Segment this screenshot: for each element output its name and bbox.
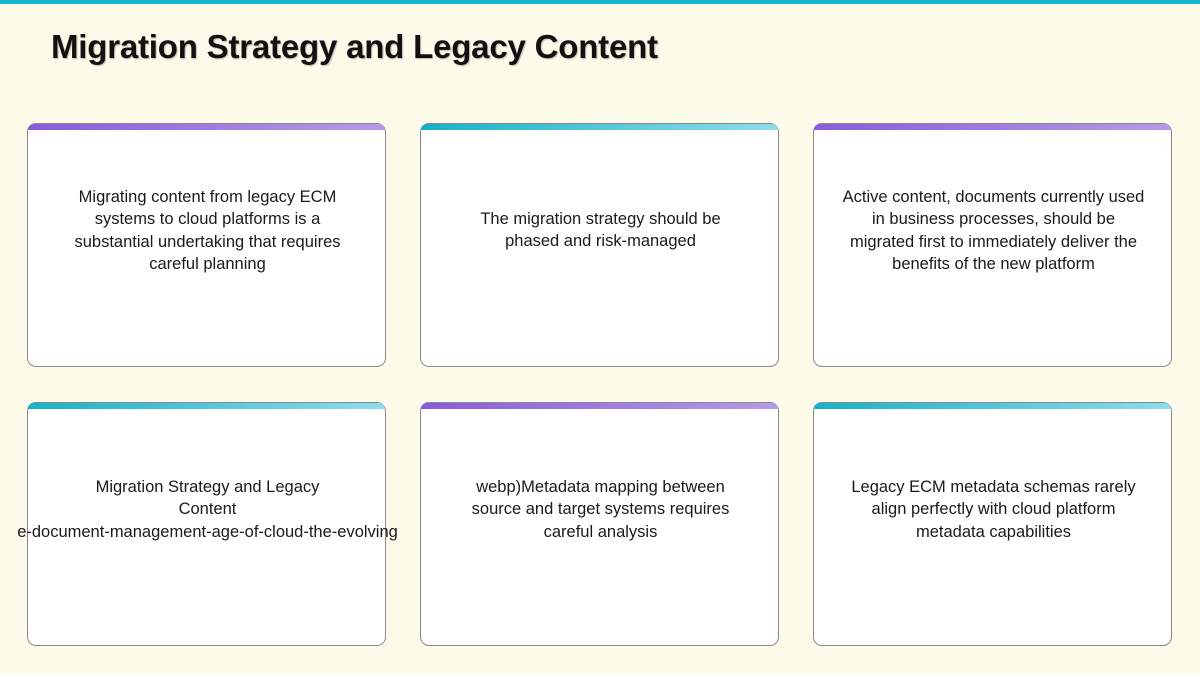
card-text: The migration strategy should be phased …: [480, 210, 721, 251]
card-accent-bar: [814, 403, 1171, 409]
top-accent-rule: [0, 0, 1200, 4]
content-card-2: The migration strategy should be phased …: [420, 123, 779, 367]
card-accent-bar: [28, 124, 385, 130]
content-card-3: Active content, documents currently used…: [813, 123, 1172, 367]
card-text-line: Migration Strategy and Legacy: [95, 478, 320, 496]
content-card-4: Migration Strategy and Legacy Content e-…: [17, 402, 398, 646]
card-accent-bar: [421, 403, 778, 409]
content-card-5: webp)Metadata mapping between source and…: [420, 402, 779, 646]
content-card-1: Migrating content from legacy ECM system…: [27, 123, 386, 367]
card-accent-bar: [28, 403, 385, 409]
card-accent-bar: [421, 124, 778, 130]
card-text: webp)Metadata mapping between source and…: [471, 478, 730, 541]
card-text: Active content, documents currently used…: [842, 188, 1145, 273]
card-text: Legacy ECM metadata schemas rarely align…: [851, 478, 1136, 541]
slide-title: Migration Strategy and Legacy Content: [51, 28, 658, 65]
card-text: Migration Strategy and Legacy Content e-…: [17, 476, 398, 543]
card-accent-bar: [814, 124, 1171, 130]
card-text-line: Content: [178, 500, 237, 519]
content-card-6: Legacy ECM metadata schemas rarely align…: [813, 402, 1172, 646]
card-text-line: e-document-management-age-of-cloud-the-e…: [17, 522, 398, 541]
card-text: Migrating content from legacy ECM system…: [74, 188, 341, 273]
